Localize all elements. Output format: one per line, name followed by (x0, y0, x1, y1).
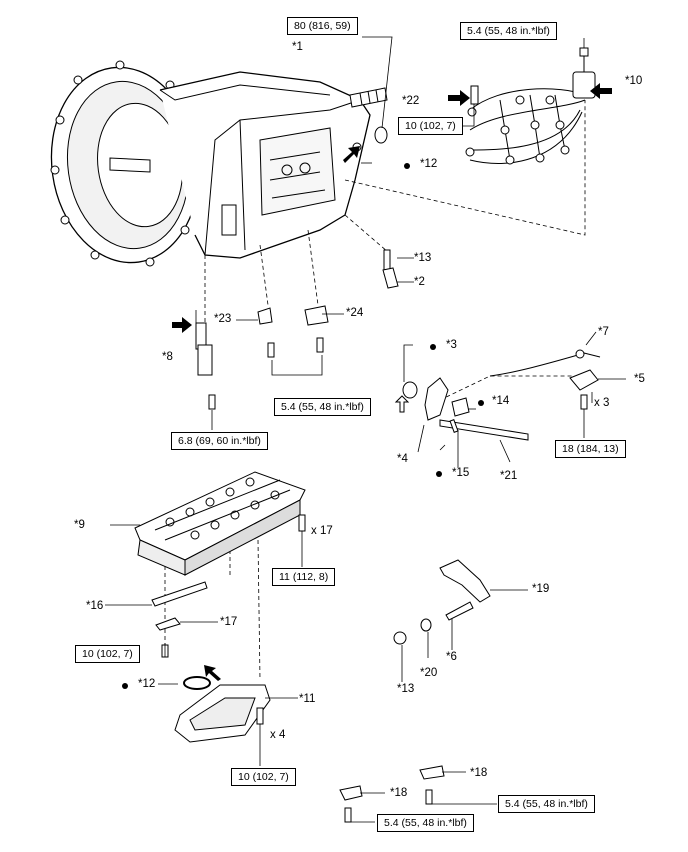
torque-box-54-bl: 5.4 (55, 48 in.*lbf) (377, 814, 474, 832)
part-label-14: *14 (492, 395, 510, 407)
direction-arrows (172, 83, 612, 681)
part-label-6: *6 (446, 651, 457, 663)
part-label-12-dot (404, 163, 410, 169)
wire-harness (465, 47, 596, 165)
torque-box-10-sensor: 10 (102, 7) (398, 117, 463, 135)
part-label-8: *8 (162, 351, 173, 363)
part-label-2: *2 (414, 276, 425, 288)
oil-strainer (174, 676, 271, 743)
part-label-15-dot (436, 471, 442, 477)
transmission-case (50, 60, 388, 267)
part-label-3-dot (430, 344, 436, 350)
part-label-17: *17 (220, 616, 238, 628)
qty-x3: x 3 (594, 397, 610, 409)
torque-box-80: 80 (816, 59) (287, 17, 358, 35)
torque-box-18: 18 (184, 13) (555, 440, 626, 458)
part-label-11: *11 (299, 693, 316, 705)
part-label-5: *5 (634, 373, 645, 385)
part-label-22: *22 (402, 95, 420, 107)
part-label-18a: *18 (470, 767, 488, 779)
part-label-15: *15 (452, 467, 470, 479)
part-label-16: *16 (86, 600, 104, 612)
part-label-21: *21 (500, 470, 518, 482)
part-label-24: *24 (346, 307, 364, 319)
solid-leader-lines (105, 36, 626, 823)
part-label-7: *7 (598, 326, 609, 338)
part-label-20: *20 (420, 667, 438, 679)
part-label-14-dot (478, 400, 484, 406)
left-components (195, 249, 399, 410)
part-label-18b: *18 (390, 787, 408, 799)
qty-x4: x 4 (270, 729, 286, 741)
part-label-12b: *12 (138, 678, 156, 690)
part-label-12b-dot (122, 683, 128, 689)
part-label-13b: *13 (397, 683, 415, 695)
part-label-10: *10 (625, 75, 643, 87)
qty-x17: x 17 (311, 525, 333, 537)
torque-box-10-left: 10 (102, 7) (75, 645, 140, 663)
torque-box-54-mid: 5.4 (55, 48 in.*lbf) (274, 398, 371, 416)
part-label-9: *9 (74, 519, 85, 531)
dashed-leader-lines (164, 100, 586, 681)
part-label-23: *23 (214, 313, 232, 325)
torque-box-54-top: 5.4 (55, 48 in.*lbf) (460, 22, 557, 40)
part-label-1: *1 (292, 41, 303, 53)
part-label-3: *3 (446, 339, 457, 351)
part-label-13: *13 (414, 252, 432, 264)
part-label-12: *12 (420, 158, 438, 170)
valve-body (134, 471, 306, 658)
right-components (339, 349, 601, 823)
part-label-4: *4 (397, 453, 408, 465)
part-label-19: *19 (532, 583, 550, 595)
torque-box-54-br: 5.4 (55, 48 in.*lbf) (498, 795, 595, 813)
torque-box-11: 11 (112, 8) (272, 568, 336, 586)
torque-box-10-bottom: 10 (102, 7) (231, 768, 296, 786)
torque-box-68: 6.8 (69, 60 in.*lbf) (171, 432, 268, 450)
